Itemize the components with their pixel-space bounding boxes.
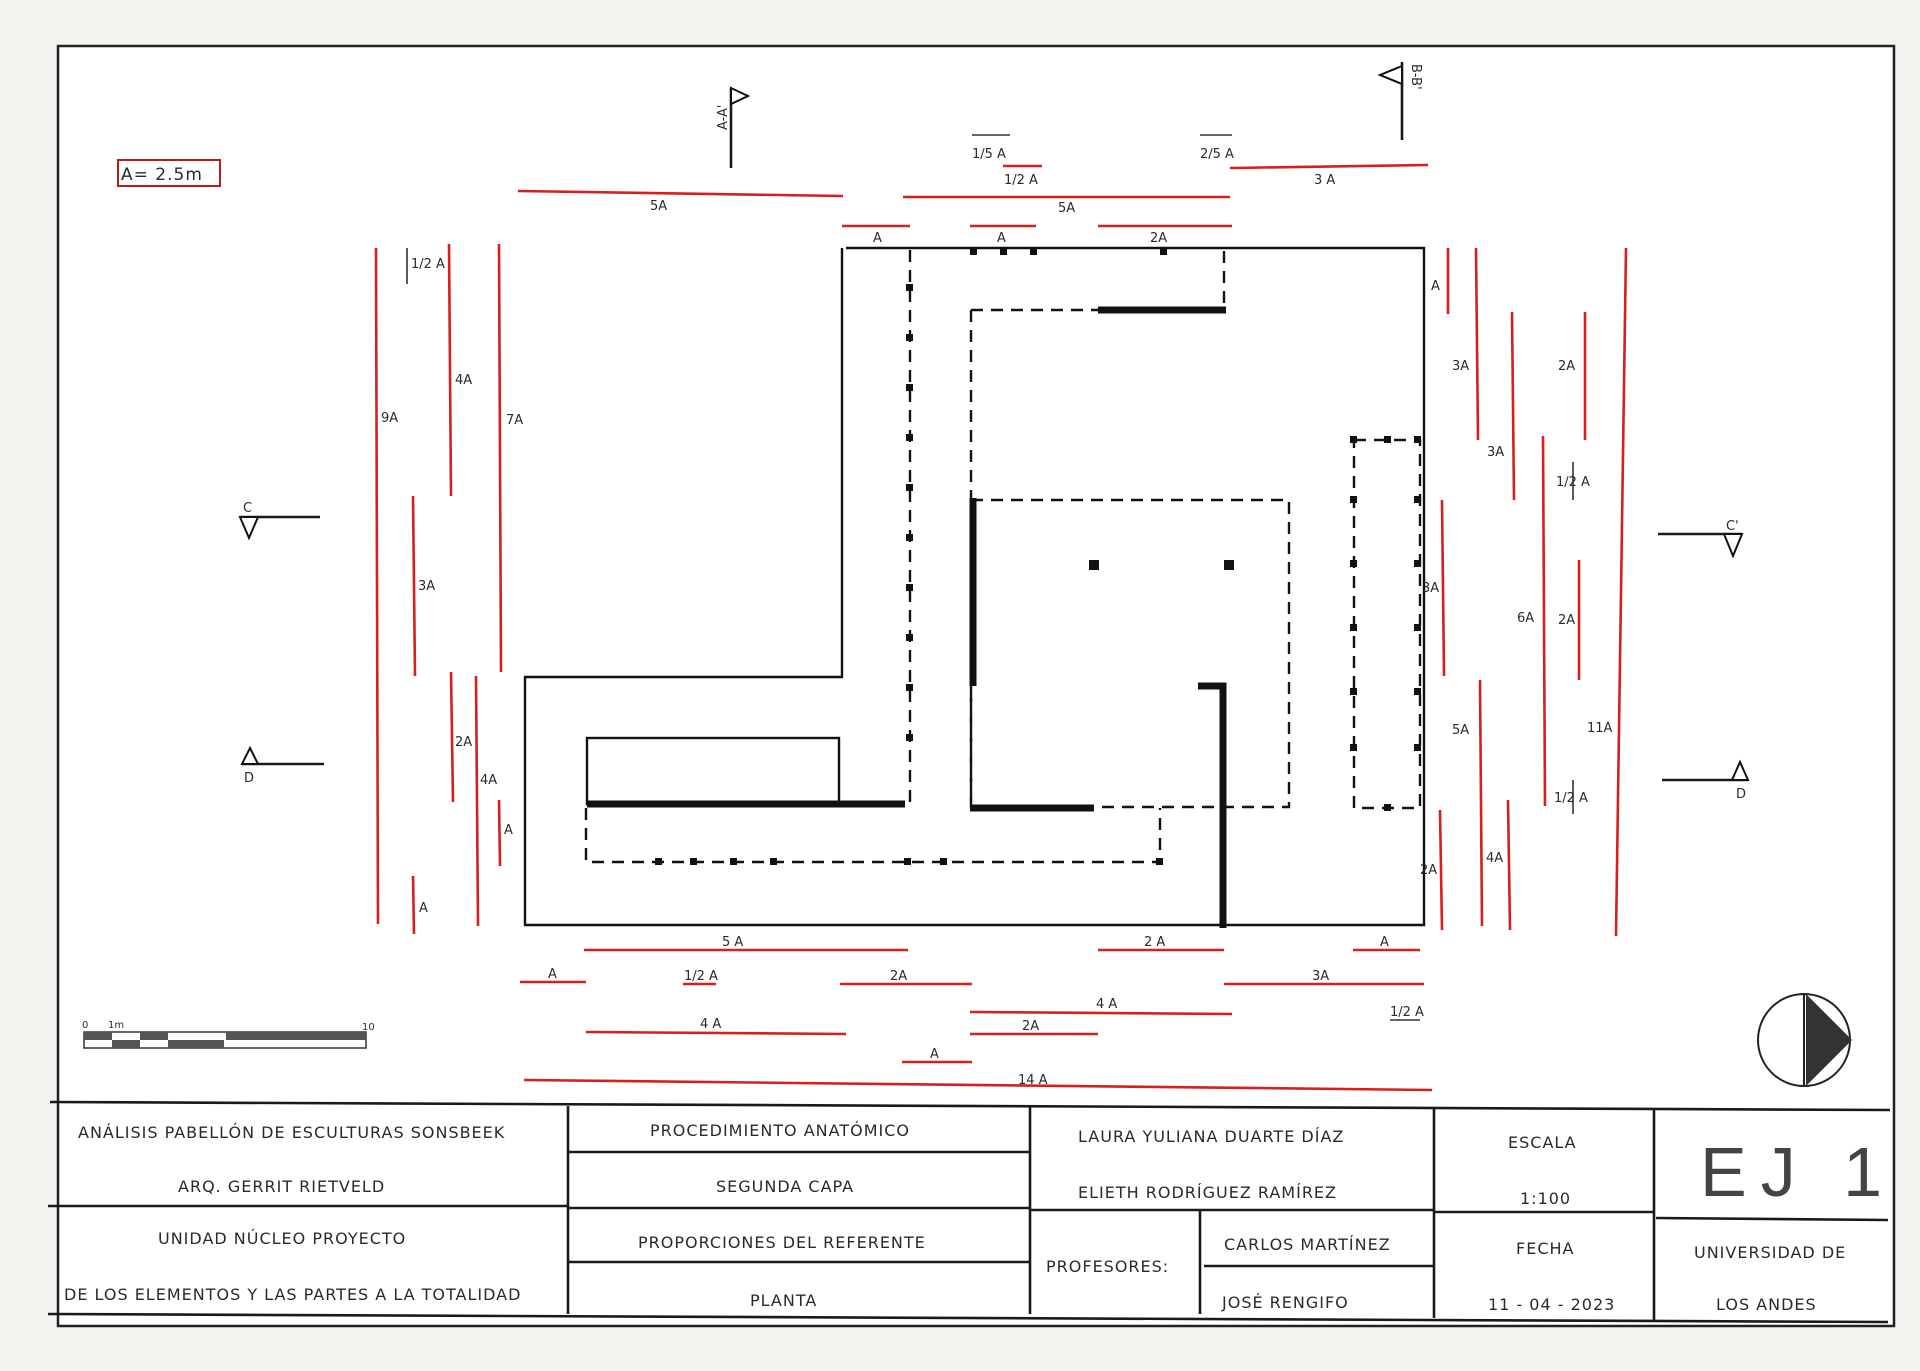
dimension-label: A [504,823,513,838]
date-label: FECHA [1516,1239,1574,1258]
dimension-label: 3A [1487,445,1504,460]
graphic-scale-bar: 0 1m 10 [82,1020,375,1049]
dimension-label: A [873,231,882,246]
dimension-label: 2A [1558,613,1575,628]
section-marker-d-left: D [240,745,324,786]
svg-text:0: 0 [82,1020,88,1031]
pavilion-outline [523,246,1426,927]
dimension-label: 3A [418,579,435,594]
title-block: ANÁLISIS PABELLÓN DE ESCULTURAS SONSBEEK… [47,1100,1896,1324]
dashed-wall-posts [655,248,1421,865]
professor-1: CARLOS MARTÍNEZ [1224,1235,1391,1254]
dimension-label: 2A [1022,1019,1039,1034]
svg-text:B-B': B-B' [1408,64,1423,90]
author-1: LAURA YULIANA DUARTE DÍAZ [1078,1127,1344,1146]
architect-name: ARQ. GERRIT RIETVELD [178,1177,385,1196]
professor-2: JOSÉ RENGIFO [1221,1293,1349,1312]
dimension-label: A [930,1047,939,1062]
dimension-label: 2A [890,969,907,984]
dimension-label: 1/2 A [1556,475,1590,490]
dimension-label: 2 A [1144,935,1165,950]
dimension-label: A [548,967,557,982]
dimension-label: 5A [650,199,667,214]
dimension-label: 5A [1452,723,1469,738]
dimension-label: 1/2 A [1390,1005,1424,1020]
sheet-number: EJ 1 [1700,1133,1896,1211]
dimension-label: 2A [1558,359,1575,374]
scale-note: A= 2.5m [121,165,203,185]
dimension-label: 4A [1486,851,1503,866]
floor-plan [523,246,1426,928]
dimension-label: 3A [1452,359,1469,374]
section-marker-c-left: C [238,501,320,541]
north-arrow-icon [1757,993,1852,1087]
author-2: ELIETH RODRÍGUEZ RAMÍREZ [1078,1183,1337,1202]
dimension-label: 14 A [1018,1073,1048,1088]
section-marker-d-right: D [1662,759,1750,802]
university-line-2: LOS ANDES [1716,1295,1817,1314]
svg-text:C: C [243,501,252,516]
right-dimensions: A 3A 2A 3A 1/2 A 3A 6A 2A 5A 11A 1/2 A 2… [1420,247,1628,937]
dimension-label: 4A [455,373,472,388]
dimension-label: 3 A [1314,173,1335,188]
university-line-1: UNIVERSIDAD DE [1694,1243,1846,1262]
dimension-label: 2/5 A [1200,147,1234,162]
dimension-label: 5A [1058,201,1075,216]
layer-label: SEGUNDA CAPA [716,1177,854,1196]
dimension-label: A [419,901,428,916]
section-marker-bb: B-B' [1377,62,1423,140]
dimension-label: 3A [1312,969,1329,984]
dimension-label: 2A [1150,231,1167,246]
svg-text:1m: 1m [108,1020,124,1031]
professors-label: PROFESORES: [1046,1257,1169,1276]
view-label: PLANTA [750,1291,817,1310]
dimension-label: 9A [381,411,398,426]
scale-note-box: A= 2.5m [117,159,221,187]
dimension-label: A [1380,935,1389,950]
top-dimensions: 5A A 1/5 A 1/2 A 5A A 2/5 A 2A 3 A [517,134,1429,246]
bottom-dimensions: 5 A 2 A A A 1/2 A 2A 3A 4 A 1/2 A 4 A 2A… [520,935,1433,1092]
date-value: 11 - 04 - 2023 [1488,1295,1615,1314]
course-name: DE LOS ELEMENTOS Y LAS PARTES A LA TOTAL… [64,1285,521,1304]
dimension-label: 5 A [722,935,743,950]
svg-text:10: 10 [362,1022,375,1033]
dimension-label: 2A [455,735,472,750]
svg-text:A-A': A-A' [716,105,731,130]
dimension-label: 1/2 A [684,969,718,984]
dimension-label: 2A [1420,863,1437,878]
section-marker-aa: A-A' [716,86,751,168]
dimension-label: 1/2 A [411,257,445,272]
svg-text:D: D [1736,787,1746,802]
dimension-label: 3A [1422,581,1439,596]
svg-text:C': C' [1726,519,1739,534]
wall [1198,682,1227,928]
dimension-label: 7A [506,413,523,428]
dimension-label: A [1431,279,1440,294]
left-dimensions: 9A 1/2 A 4A 7A 3A 2A 4A A A [374,243,523,935]
scale-value: 1:100 [1520,1189,1571,1208]
proportions-label: PROPORCIONES DEL REFERENTE [638,1233,926,1252]
dimension-label: 6A [1517,611,1534,626]
dimension-label: 1/5 A [972,147,1006,162]
dimension-label: 1/2 A [1554,791,1588,806]
scale-label: ESCALA [1508,1133,1577,1152]
dimension-label: 4 A [1096,997,1117,1012]
dimension-label: 11A [1587,721,1613,736]
project-title: ANÁLISIS PABELLÓN DE ESCULTURAS SONSBEEK [78,1123,505,1142]
dimension-label: 4 A [700,1017,721,1032]
dimension-label: 1/2 A [1004,173,1038,188]
dimension-label: A [997,231,1006,246]
dimension-label: 4A [480,773,497,788]
unit-name: UNIDAD NÚCLEO PROYECTO [158,1229,406,1248]
svg-text:D: D [244,771,254,786]
section-marker-c-right: C' [1658,519,1744,559]
procedure-label: PROCEDIMIENTO ANATÓMICO [650,1121,910,1140]
